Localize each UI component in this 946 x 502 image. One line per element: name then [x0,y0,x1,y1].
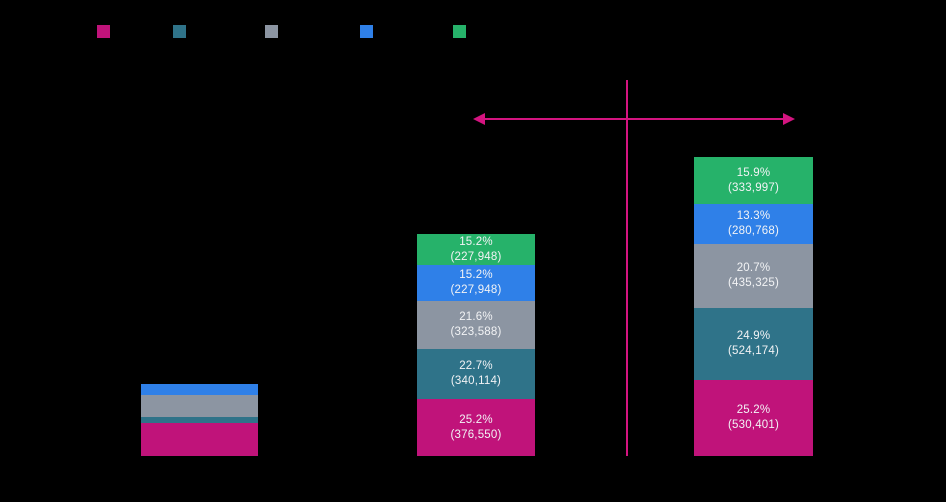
bar-segment-gray[interactable]: 21.6% (323,588) [417,301,535,349]
segment-value-label: (530,401) [727,419,780,431]
bar-segment-blue[interactable]: 15.2% (227,948) [417,265,535,301]
segment-value-label: (280,768) [727,225,780,237]
bar-segment-blue[interactable] [141,384,258,395]
segment-value-label: (524,174) [727,345,780,357]
segment-value-label: (227,948) [450,250,502,263]
bar-segment-teal[interactable] [141,417,258,423]
segment-value-label: (227,948) [450,284,502,296]
segment-value-label: (435,325) [727,277,780,289]
bar-segment-gray[interactable] [141,395,258,417]
legend-swatch-gray[interactable] [265,25,278,38]
segment-value-label: (333,997) [727,181,780,194]
bar-segment-magenta[interactable] [141,423,258,456]
segment-value-label: (376,550) [450,428,502,441]
segment-pct-label: 21.6% [459,311,493,323]
bar-segment-teal[interactable]: 24.9% (524,174) [694,308,813,380]
bar-segment-blue[interactable]: 13.3% (280,768) [694,204,813,244]
legend-swatch-teal[interactable] [173,25,186,38]
bar-segment-green[interactable]: 15.9% (333,997) [694,157,813,204]
segment-pct-label: 20.7% [736,262,771,274]
bar-segment-teal[interactable]: 22.7% (340,114) [417,349,535,399]
segment-pct-label: 13.3% [736,210,771,222]
divider-line [626,80,628,456]
bar-2: 15.9% (333,997) 13.3% (280,768) 20.7% (435,32… [694,157,813,456]
bar-segment-gray[interactable]: 20.7% (435,325) [694,244,813,308]
segment-pct-label: 22.7% [459,360,493,372]
arrow-head-right-icon [783,113,795,125]
bar-0 [141,384,258,456]
segment-pct-label: 15.2% [459,269,493,281]
bar-1: 15.2% (227,948) 15.2% (227,948) 21.6% (323,58… [417,234,535,456]
legend-swatch-magenta[interactable] [97,25,110,38]
legend-swatch-green[interactable] [453,25,466,38]
bar-segment-green[interactable]: 15.2% (227,948) [417,234,535,265]
legend-swatch-blue[interactable] [360,25,373,38]
segment-pct-label: 15.9% [736,166,771,179]
segment-value-label: (323,588) [450,326,502,338]
bar-segment-magenta[interactable]: 25.2% (530,401) [694,380,813,456]
segment-pct-label: 25.2% [736,404,771,416]
segment-value-label: (340,114) [450,375,502,387]
segment-pct-label: 25.2% [459,413,493,426]
segment-pct-label: 15.2% [459,235,493,248]
range-arrow-line [483,118,785,120]
arrow-head-left-icon [473,113,485,125]
bar-segment-magenta[interactable]: 25.2% (376,550) [417,399,535,456]
segment-pct-label: 24.9% [736,330,771,342]
